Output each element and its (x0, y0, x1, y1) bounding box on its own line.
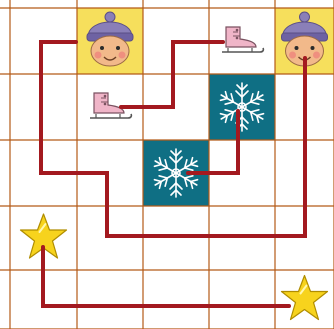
path-star[interactable] (43, 247, 289, 306)
ice-skate-icon[interactable] (222, 27, 263, 52)
star-icon[interactable] (282, 276, 328, 320)
